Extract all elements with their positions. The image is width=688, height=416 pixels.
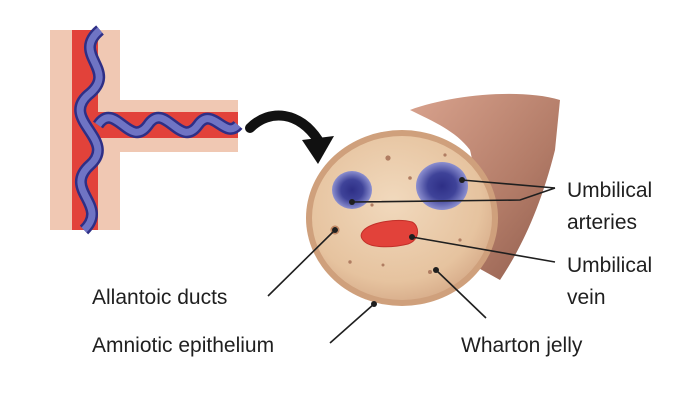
label-amniotic-epithelium: Amniotic epithelium: [92, 334, 274, 357]
artery-horizontal-spiral-fill: [95, 114, 241, 136]
label-wharton-jelly: Wharton jelly: [461, 334, 583, 357]
leader-lines: [267, 177, 556, 344]
cord-cross-section: [306, 130, 498, 306]
artery-right: [416, 162, 468, 210]
artery-left: [332, 171, 372, 209]
curved-arrow-icon: [245, 110, 334, 164]
vessel-illustration: [50, 25, 243, 235]
label-umbilical-arteries-line1: Umbilical: [567, 179, 652, 202]
label-allantoic-ducts: Allantoic ducts: [92, 286, 227, 309]
label-umbilical-arteries-line2: arteries: [567, 211, 637, 234]
artery-vertical-spiral-fill: [76, 27, 103, 233]
vein-section: [360, 219, 418, 248]
label-umbilical-vein-line1: Umbilical: [567, 254, 652, 277]
labels: Umbilical arteries Umbilical vein Allant…: [92, 179, 652, 357]
cord-section-tissue: [312, 136, 492, 300]
label-umbilical-vein-line2: vein: [567, 286, 606, 309]
